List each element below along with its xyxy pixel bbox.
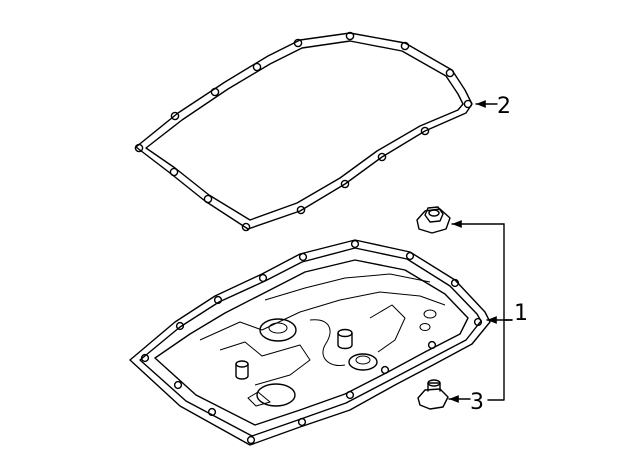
pan-floor-channel-b xyxy=(369,304,406,353)
bolt-hole xyxy=(400,41,410,51)
pan-boss-left xyxy=(259,318,297,342)
pan-boss-left-inner xyxy=(268,322,288,334)
bolt-hole xyxy=(252,62,262,72)
bolt-hole xyxy=(175,321,185,331)
callout-3: 3 xyxy=(470,390,484,415)
bolt-hole xyxy=(246,435,256,445)
callout-2: 2 xyxy=(497,94,511,119)
pan-post-center xyxy=(337,328,353,350)
bolt-hole xyxy=(405,251,415,261)
bolt-hole xyxy=(241,222,251,232)
pan-floor-step xyxy=(219,341,311,386)
fill-plug-top xyxy=(428,209,440,217)
drain-plug-part xyxy=(417,379,449,410)
gasket-part xyxy=(134,31,473,232)
fill-plug-part xyxy=(416,206,451,234)
pan-post-left xyxy=(235,360,249,380)
bolt-hole xyxy=(203,194,213,204)
gasket-inner-edge xyxy=(145,40,464,221)
pan-floor-hole-a xyxy=(423,309,437,319)
bolt-hole xyxy=(134,143,144,153)
bolt-hole xyxy=(140,353,150,363)
pan-floor-hole-b xyxy=(419,323,431,331)
bolt-hole xyxy=(350,239,360,249)
bolt-hole xyxy=(450,278,460,288)
bolt-hole xyxy=(173,380,183,390)
bolt-hole xyxy=(207,407,217,417)
bolt-hole xyxy=(427,340,437,350)
bolt-hole xyxy=(258,273,268,283)
bolt-hole xyxy=(340,179,350,189)
bolt-hole xyxy=(293,38,303,48)
bolt-hole xyxy=(169,167,179,177)
pan-boss-center-inner xyxy=(355,355,371,365)
bolt-hole xyxy=(473,317,483,327)
bolt-hole xyxy=(380,365,390,375)
fill-plug-body xyxy=(424,206,444,223)
pan-magnet-tab xyxy=(247,391,271,407)
bolt-hole xyxy=(345,390,355,400)
bolt-hole xyxy=(210,87,220,97)
bolt-hole xyxy=(345,31,355,41)
bolt-hole xyxy=(296,205,306,215)
pan-floor-channel xyxy=(309,319,346,367)
oil-pan-part xyxy=(129,239,491,446)
bolt-hole xyxy=(463,99,473,109)
callout-1: 1 xyxy=(514,301,528,326)
bolt-hole xyxy=(297,417,307,427)
drain-plug-tip xyxy=(427,379,441,387)
bolt-hole xyxy=(298,252,308,262)
bolt-hole xyxy=(445,68,455,78)
bolt-hole xyxy=(170,111,180,121)
pan-boss-center xyxy=(348,353,378,371)
bolt-hole xyxy=(213,295,223,305)
drain-plug-head xyxy=(417,388,449,410)
pan-magnet-pad xyxy=(256,383,296,407)
pan-flange-inner xyxy=(139,247,482,437)
pan-bolt-holes xyxy=(140,239,483,445)
bracket-item-1 xyxy=(487,223,505,401)
bolt-hole xyxy=(420,126,430,136)
gasket-bolt-holes xyxy=(134,31,473,232)
pan-floor-ridge-a xyxy=(199,291,446,341)
pan-floor-ridge-b xyxy=(264,273,431,301)
drain-plug-shank xyxy=(427,382,441,392)
bolt-hole xyxy=(377,152,387,162)
pan-wall xyxy=(154,259,469,426)
